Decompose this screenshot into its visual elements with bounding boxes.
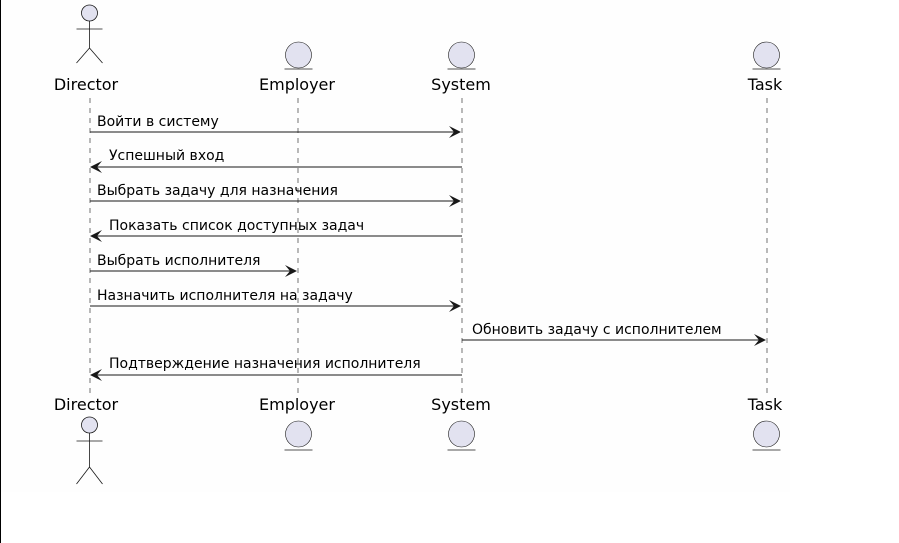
message-5: Выбрать исполнителя (90, 253, 297, 277)
message-7: Обновить задачу с исполнителем (462, 322, 766, 346)
message-1: Войти в систему (90, 114, 461, 138)
entity-icon (752, 41, 781, 70)
message-label-3: Выбрать задачу для назначения (97, 183, 338, 199)
participants-bottom: Director Employer System T (54, 395, 783, 485)
message-label-8: Подтверждение назначения исполнителя (109, 356, 421, 372)
entity-icon (284, 420, 313, 451)
bottom-gutter (1, 492, 899, 543)
participant-director-top: Director (54, 4, 119, 94)
participants-top: Director Employer System Task (54, 4, 783, 94)
participant-task-bottom: Task (747, 395, 783, 451)
arrowhead-right-icon (449, 195, 461, 207)
participant-system-bottom: System (431, 395, 491, 451)
message-label-4: Показать список доступных задач (109, 218, 364, 234)
arrowhead-right-icon (285, 265, 297, 277)
message-2: Успешный вход (90, 148, 462, 173)
participant-label-system-bottom: System (431, 395, 491, 414)
participant-employer-top: Employer (259, 41, 335, 94)
message-label-2: Успешный вход (109, 148, 224, 164)
message-label-7: Обновить задачу с исполнителем (472, 322, 722, 338)
participant-task-top: Task (747, 41, 783, 94)
arrowhead-right-icon (754, 334, 766, 346)
participant-employer-bottom: Employer (259, 395, 335, 451)
entity-icon (752, 420, 781, 451)
arrowhead-left-icon (90, 369, 102, 381)
participant-label-task-bottom: Task (747, 395, 783, 414)
participant-system-top: System (431, 41, 491, 94)
diagram-background (1, 0, 790, 492)
entity-icon (447, 41, 476, 70)
message-4: Показать список доступных задач (90, 218, 462, 242)
messages: Войти в систему Успешный вход Выбрать за… (90, 114, 766, 381)
arrowhead-right-icon (449, 300, 461, 312)
message-label-6: Назначить исполнителя на задачу (97, 288, 353, 304)
participant-label-director-bottom: Director (54, 395, 119, 414)
actor-icon (76, 4, 103, 64)
message-8: Подтверждение назначения исполнителя (90, 356, 462, 381)
arrowhead-left-icon (90, 161, 102, 173)
entity-icon (284, 41, 313, 70)
message-label-1: Войти в систему (97, 114, 219, 130)
left-frame-border (0, 0, 1, 543)
participant-director-bottom: Director (54, 395, 119, 485)
arrowhead-left-icon (90, 230, 102, 242)
participant-label-task: Task (747, 75, 783, 94)
participant-label-employer-bottom: Employer (259, 395, 335, 414)
message-6: Назначить исполнителя на задачу (90, 288, 461, 312)
participant-label-employer: Employer (259, 75, 335, 94)
entity-icon (447, 420, 476, 451)
participant-label-system: System (431, 75, 491, 94)
message-label-5: Выбрать исполнителя (97, 253, 260, 269)
actor-icon (76, 416, 103, 485)
participant-label-director: Director (54, 75, 119, 94)
arrowhead-right-icon (449, 126, 461, 138)
message-3: Выбрать задачу для назначения (90, 183, 461, 207)
